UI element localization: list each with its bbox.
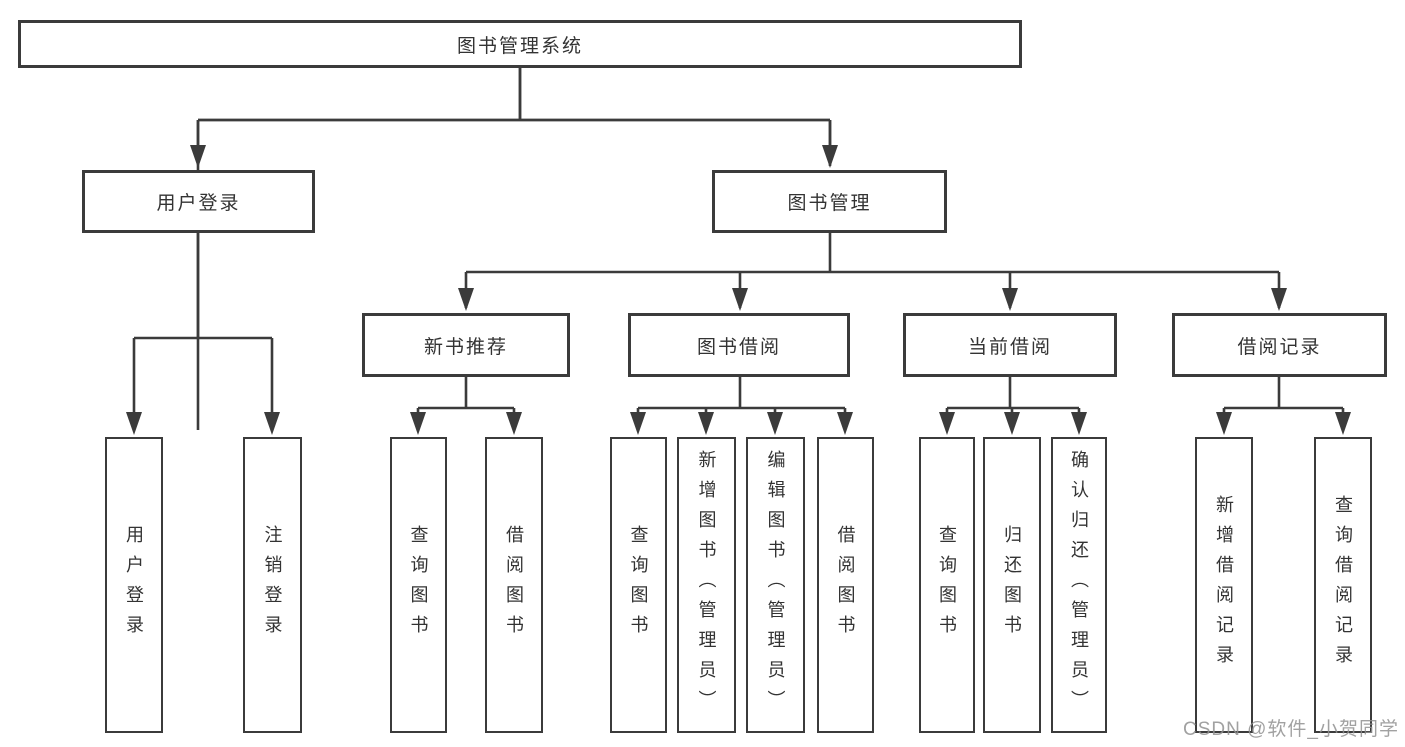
node-borrow-records-label: 借阅记录	[1237, 336, 1322, 358]
leaf-bb-add-books-admin: 新增图书（管理员）	[677, 437, 736, 733]
node-borrow-records: 借阅记录	[1172, 313, 1387, 377]
leaf-logout-label: 注销登录	[262, 525, 283, 645]
node-book-management: 图书管理	[712, 170, 947, 233]
leaf-br-query-record: 查询借阅记录	[1314, 437, 1372, 733]
node-current-borrow: 当前借阅	[903, 313, 1117, 377]
leaf-bb-add-books-admin-label: 新增图书（管理员）	[696, 450, 717, 720]
node-book-borrow: 图书借阅	[628, 313, 850, 377]
leaf-bb-query-books-label: 查询图书	[628, 525, 649, 645]
leaf-cb-query-books-label: 查询图书	[937, 525, 957, 645]
leaf-cb-confirm-return-admin: 确认归还（管理员）	[1051, 437, 1107, 733]
node-current-borrow-label: 当前借阅	[967, 336, 1052, 358]
leaf-user-login: 用户登录	[105, 437, 163, 733]
leaf-cb-return-books-label: 归还图书	[1002, 525, 1022, 645]
leaf-logout: 注销登录	[243, 437, 302, 733]
leaf-nbr-query-books: 查询图书	[390, 437, 447, 733]
leaf-cb-query-books: 查询图书	[919, 437, 975, 733]
leaf-nbr-borrow-books: 借阅图书	[485, 437, 543, 733]
leaf-user-login-label: 用户登录	[124, 525, 144, 645]
leaf-br-query-record-label: 查询借阅记录	[1333, 495, 1353, 675]
leaf-bb-edit-books-admin: 编辑图书（管理员）	[746, 437, 805, 733]
node-new-book-recommend: 新书推荐	[362, 313, 570, 377]
leaf-bb-borrow-books: 借阅图书	[817, 437, 874, 733]
leaf-br-add-record-label: 新增借阅记录	[1214, 495, 1234, 675]
csdn-watermark: CSDN @软件_小贺同学	[1183, 719, 1399, 740]
leaf-br-add-record: 新增借阅记录	[1195, 437, 1253, 733]
leaf-bb-borrow-books-label: 借阅图书	[835, 525, 856, 645]
node-user-login-label: 用户登录	[156, 193, 241, 214]
node-book-management-label: 图书管理	[787, 193, 872, 214]
leaf-bb-query-books: 查询图书	[610, 437, 667, 733]
node-root-system: 图书管理系统	[18, 20, 1022, 68]
node-book-borrow-label: 图书借阅	[696, 336, 781, 358]
leaf-nbr-borrow-books-label: 借阅图书	[504, 525, 524, 645]
node-new-book-recommend-label: 新书推荐	[423, 336, 508, 358]
leaf-cb-confirm-return-admin-label: 确认归还（管理员）	[1069, 450, 1089, 720]
leaf-cb-return-books: 归还图书	[983, 437, 1041, 733]
leaf-bb-edit-books-admin-label: 编辑图书（管理员）	[765, 450, 786, 720]
node-root-system-label: 图书管理系统	[456, 35, 583, 57]
leaf-nbr-query-books-label: 查询图书	[408, 525, 429, 645]
node-user-login: 用户登录	[82, 170, 315, 233]
